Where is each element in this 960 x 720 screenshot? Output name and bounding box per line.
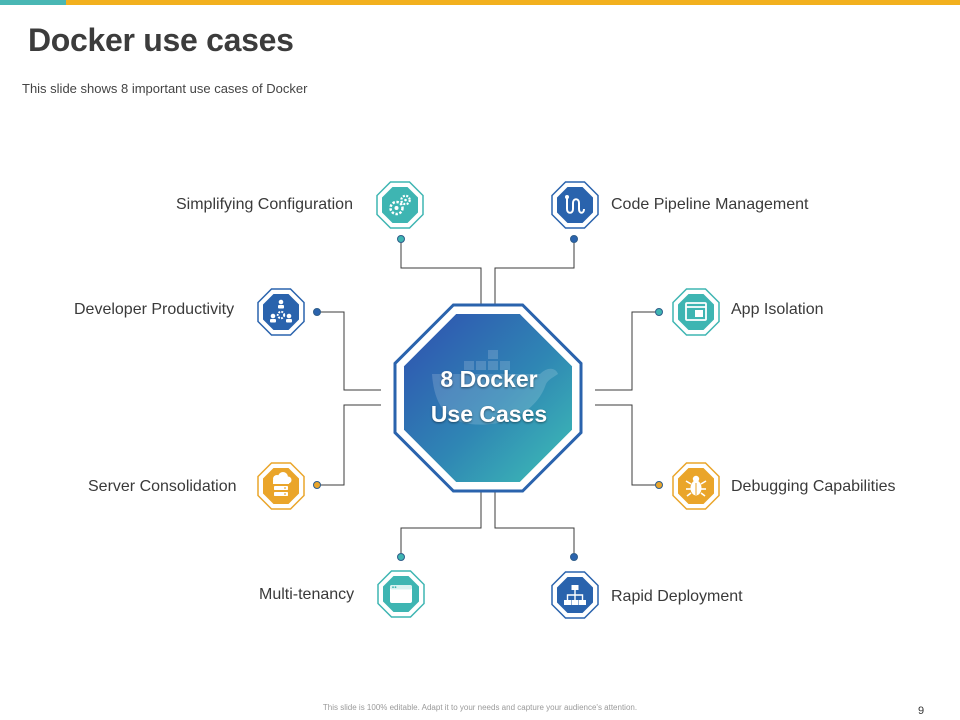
label-debugging-capabilities: Debugging Capabilities bbox=[731, 478, 896, 495]
network-icon bbox=[551, 571, 599, 619]
connector-multi-tenancy bbox=[400, 492, 482, 557]
dot-simplifying-configuration bbox=[397, 235, 405, 243]
center-octagon bbox=[393, 303, 583, 493]
label-simplifying-configuration: Simplifying Configuration bbox=[176, 196, 353, 213]
label-multi-tenancy: Multi-tenancy bbox=[259, 586, 355, 603]
connector-server-consolidation bbox=[317, 404, 381, 486]
connector-developer-productivity bbox=[317, 311, 381, 391]
label-server-consolidation: Server Consolidation bbox=[88, 478, 237, 495]
center-title-line1: 8 Docker bbox=[440, 366, 538, 392]
dot-app-isolation bbox=[655, 308, 663, 316]
label-code-pipeline-management: Code Pipeline Management bbox=[611, 196, 809, 213]
center-title: 8 Docker Use Cases bbox=[398, 362, 580, 432]
dot-multi-tenancy bbox=[397, 553, 405, 561]
docker-whale-icon bbox=[432, 350, 558, 425]
browser-icon bbox=[377, 570, 425, 618]
connector-code-pipeline bbox=[494, 239, 575, 304]
connector-rapid-deployment bbox=[494, 492, 575, 557]
label-rapid-deployment: Rapid Deployment bbox=[611, 588, 743, 605]
dot-code-pipeline bbox=[570, 235, 578, 243]
dot-debugging bbox=[655, 481, 663, 489]
connector-debugging bbox=[595, 404, 659, 486]
pipeline-icon bbox=[551, 181, 599, 229]
window-icon bbox=[672, 288, 720, 336]
label-developer-productivity: Developer Productivity bbox=[74, 301, 235, 318]
top-accent-segment bbox=[0, 0, 66, 5]
label-app-isolation: App Isolation bbox=[731, 301, 824, 318]
connector-lines bbox=[317, 239, 659, 557]
connector-dots bbox=[313, 235, 663, 561]
top-accent-bar bbox=[0, 0, 960, 5]
bug-icon bbox=[672, 462, 720, 510]
gears-icon bbox=[376, 181, 424, 229]
server-cloud-icon bbox=[257, 462, 305, 510]
dot-developer-productivity bbox=[313, 308, 321, 316]
dot-rapid-deployment bbox=[570, 553, 578, 561]
page-number: 9 bbox=[918, 705, 925, 717]
connector-app-isolation bbox=[595, 311, 659, 391]
center-title-line2: Use Cases bbox=[430, 401, 548, 427]
slide-subtitle: This slide shows 8 important use cases o… bbox=[22, 81, 308, 96]
team-gear-icon bbox=[257, 288, 305, 336]
slide-title: Docker use cases bbox=[28, 22, 294, 58]
connector-simplifying-configuration bbox=[400, 239, 482, 304]
footer-note: This slide is 100% editable. Adapt it to… bbox=[322, 703, 638, 712]
use-case-icons bbox=[257, 181, 720, 619]
dot-server-consolidation bbox=[313, 481, 321, 489]
